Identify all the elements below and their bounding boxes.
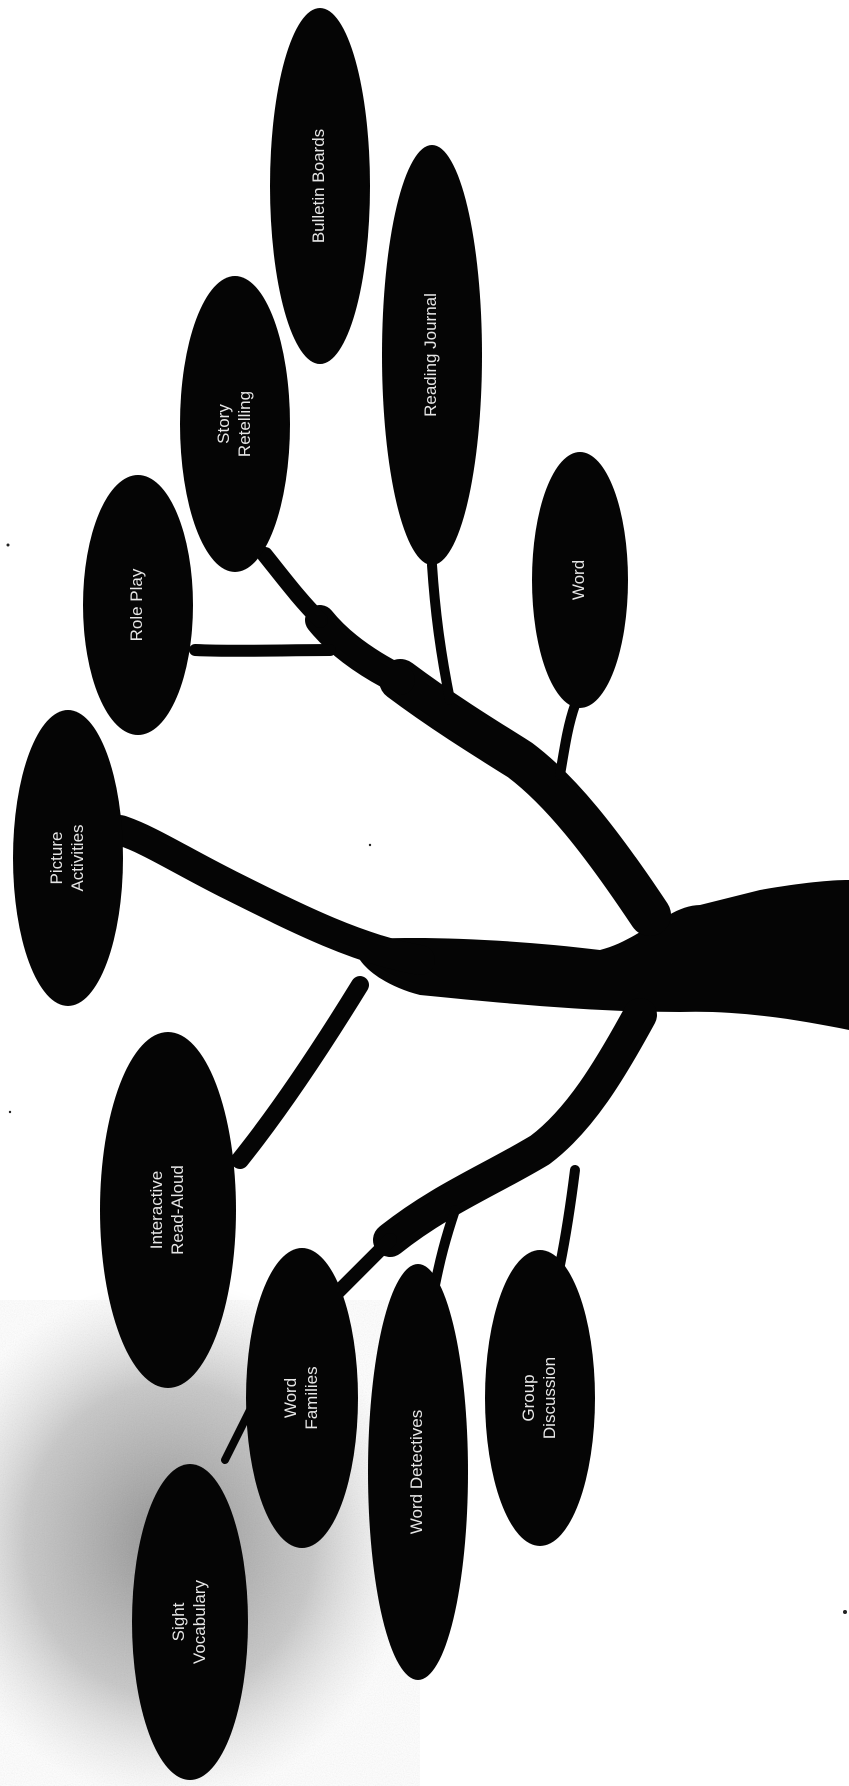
leaf-label: Reading Journal — [421, 293, 440, 417]
leaf-node: Word — [532, 452, 628, 708]
leaf-label: Role Play — [127, 568, 146, 641]
leaf-node: Role Play — [83, 475, 193, 735]
leaf-node: Bulletin Boards — [270, 8, 370, 364]
leaf-label: Word Detectives — [407, 1410, 426, 1534]
leaf-label: Word — [569, 560, 588, 600]
leaf-node: Word Detectives — [368, 1264, 468, 1680]
leaf-node: Reading Journal — [382, 145, 482, 565]
leaf-label: Bulletin Boards — [309, 129, 328, 243]
